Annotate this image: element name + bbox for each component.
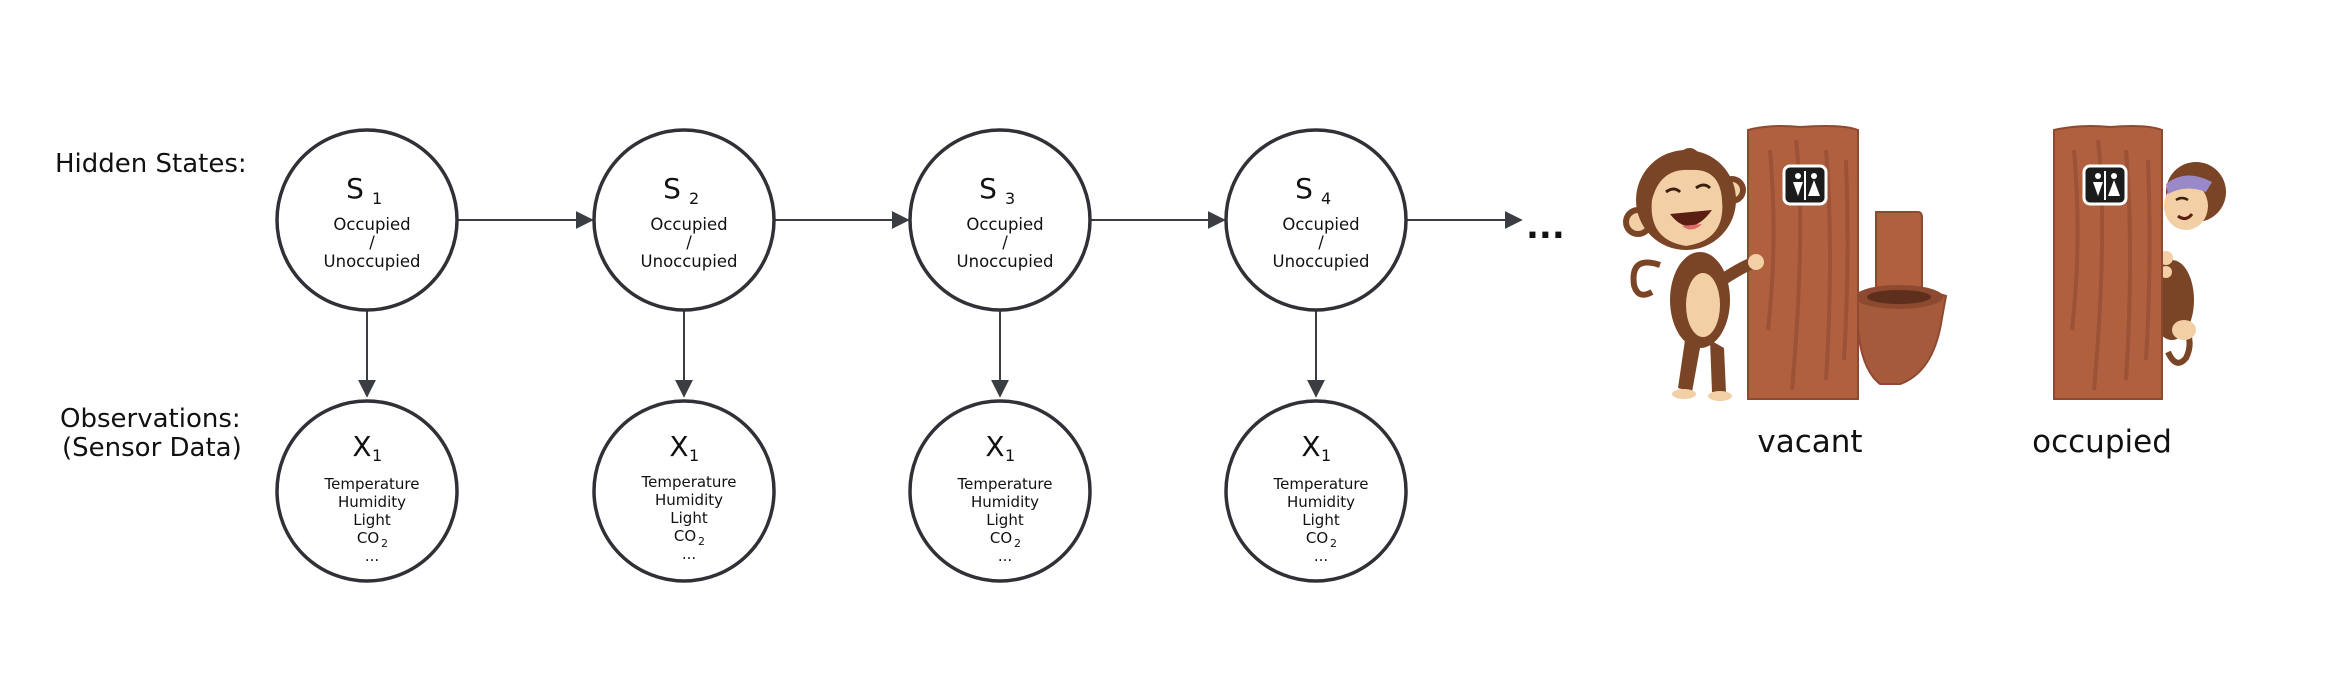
svg-text:X: X (669, 430, 688, 463)
svg-text:Occupied: Occupied (966, 215, 1043, 234)
svg-text:CO: CO (1306, 529, 1328, 547)
door-trunk-icon (1747, 125, 1859, 400)
svg-text:Occupied: Occupied (1282, 215, 1359, 234)
svg-text:/: / (1318, 233, 1324, 252)
svg-text:/: / (1002, 233, 1008, 252)
continuation-dots: ... (1526, 207, 1565, 247)
svg-text:Unoccupied: Unoccupied (957, 252, 1054, 271)
occupied-caption: occupied (2032, 424, 2172, 460)
svg-text:1: 1 (1321, 446, 1331, 465)
vacant-illustration: vacant (1623, 125, 1948, 460)
svg-text:1: 1 (372, 446, 382, 465)
svg-text:CO: CO (674, 527, 696, 545)
svg-text:Unoccupied: Unoccupied (1273, 252, 1370, 271)
svg-text:Temperature: Temperature (956, 475, 1052, 493)
svg-text:...: ... (682, 545, 696, 563)
svg-text:Light: Light (353, 511, 391, 529)
svg-text:2: 2 (698, 535, 705, 548)
observation-node-2: X 1 Temperature Humidity Light CO 2 ... (592, 399, 776, 583)
svg-text:2: 2 (689, 189, 699, 208)
svg-text:Light: Light (1302, 511, 1340, 529)
observation-node-3: X 1 Temperature Humidity Light CO 2 ... (908, 399, 1092, 583)
svg-text:1: 1 (1005, 446, 1015, 465)
svg-text:2: 2 (381, 537, 388, 550)
svg-text:...: ... (365, 547, 379, 565)
svg-text:1: 1 (689, 446, 699, 465)
toilet-icon (1850, 211, 1948, 385)
svg-text:S: S (1295, 172, 1313, 205)
svg-text:/: / (369, 233, 375, 252)
svg-text:1: 1 (372, 189, 382, 208)
svg-text:Temperature: Temperature (323, 475, 419, 493)
vacant-caption: vacant (1757, 424, 1862, 460)
svg-text:Occupied: Occupied (333, 215, 410, 234)
hidden-state-node-2: S 2 Occupied / Unoccupied (592, 128, 776, 312)
svg-text:X: X (985, 430, 1004, 463)
svg-text:Unoccupied: Unoccupied (324, 252, 421, 271)
svg-text:X: X (352, 430, 371, 463)
svg-text:3: 3 (1005, 189, 1015, 208)
svg-text:Humidity: Humidity (971, 493, 1039, 511)
hidden-state-node-1: S 1 Occupied / Unoccupied (275, 128, 459, 312)
svg-text:/: / (686, 233, 692, 252)
svg-text:2: 2 (1330, 537, 1337, 550)
svg-text:S: S (346, 172, 364, 205)
svg-text:4: 4 (1321, 189, 1331, 208)
observation-node-1: X 1 Temperature Humidity Light CO 2 ... (275, 399, 459, 583)
svg-text:X: X (1301, 430, 1320, 463)
svg-text:S: S (663, 172, 681, 205)
svg-text:2: 2 (1014, 537, 1021, 550)
svg-text:...: ... (998, 547, 1012, 565)
svg-text:Unoccupied: Unoccupied (641, 252, 738, 271)
svg-text:Light: Light (670, 509, 708, 527)
svg-text:Humidity: Humidity (655, 491, 723, 509)
svg-text:Temperature: Temperature (1272, 475, 1368, 493)
monkey-vacant-icon (1623, 148, 1764, 401)
svg-text:Humidity: Humidity (1287, 493, 1355, 511)
observation-node-4: X 1 Temperature Humidity Light CO 2 ... (1224, 399, 1408, 583)
svg-text:CO: CO (990, 529, 1012, 547)
svg-text:Occupied: Occupied (650, 215, 727, 234)
door-trunk-occupied-icon (2053, 125, 2163, 400)
hidden-state-node-4: S 4 Occupied / Unoccupied (1224, 128, 1408, 312)
svg-text:Humidity: Humidity (338, 493, 406, 511)
svg-text:Temperature: Temperature (640, 473, 736, 491)
svg-text:CO: CO (357, 529, 379, 547)
sensor-data-label: (Sensor Data) (62, 433, 242, 463)
svg-text:S: S (979, 172, 997, 205)
occupied-illustration: occupied (2032, 125, 2226, 460)
hidden-state-node-3: S 3 Occupied / Unoccupied (908, 128, 1092, 312)
svg-text:...: ... (1314, 547, 1328, 565)
hidden-states-label: Hidden States: (55, 149, 247, 179)
observations-label: Observations: (60, 404, 241, 434)
svg-text:Light: Light (986, 511, 1024, 529)
